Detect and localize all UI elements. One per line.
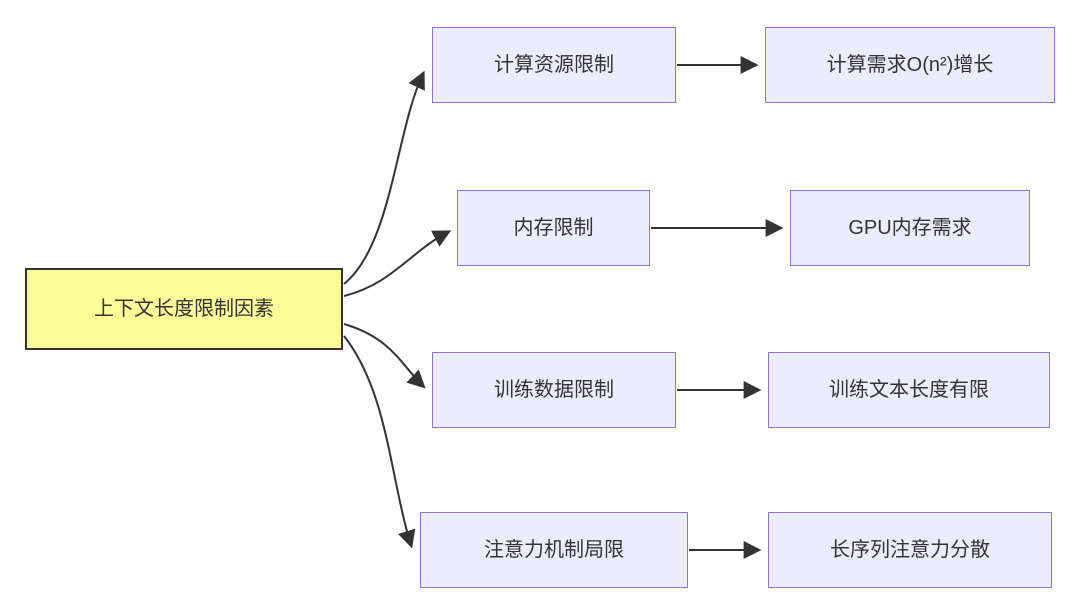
node-memory-limit: 内存限制 [457, 190, 650, 266]
node-long-sequence-attention-scatter: 长序列注意力分散 [768, 512, 1052, 588]
node-gpu-memory-demand: GPU内存需求 [790, 190, 1030, 266]
node-training-text-length-limited: 训练文本长度有限 [768, 352, 1050, 428]
edge-root-to-training [343, 323, 426, 389]
node-compute-resource-limit: 计算资源限制 [432, 27, 676, 103]
node-training-data-limit: 训练数据限制 [432, 352, 676, 428]
node-compute-demand-growth: 计算需求O(n²)增长 [765, 27, 1055, 103]
edge-root-to-compute [343, 70, 425, 285]
edge-root-to-attention [343, 335, 416, 549]
edge-root-to-memory [343, 230, 452, 297]
node-root-context-length-factors: 上下文长度限制因素 [25, 268, 343, 350]
node-attention-mechanism-limit: 注意力机制局限 [420, 512, 688, 588]
